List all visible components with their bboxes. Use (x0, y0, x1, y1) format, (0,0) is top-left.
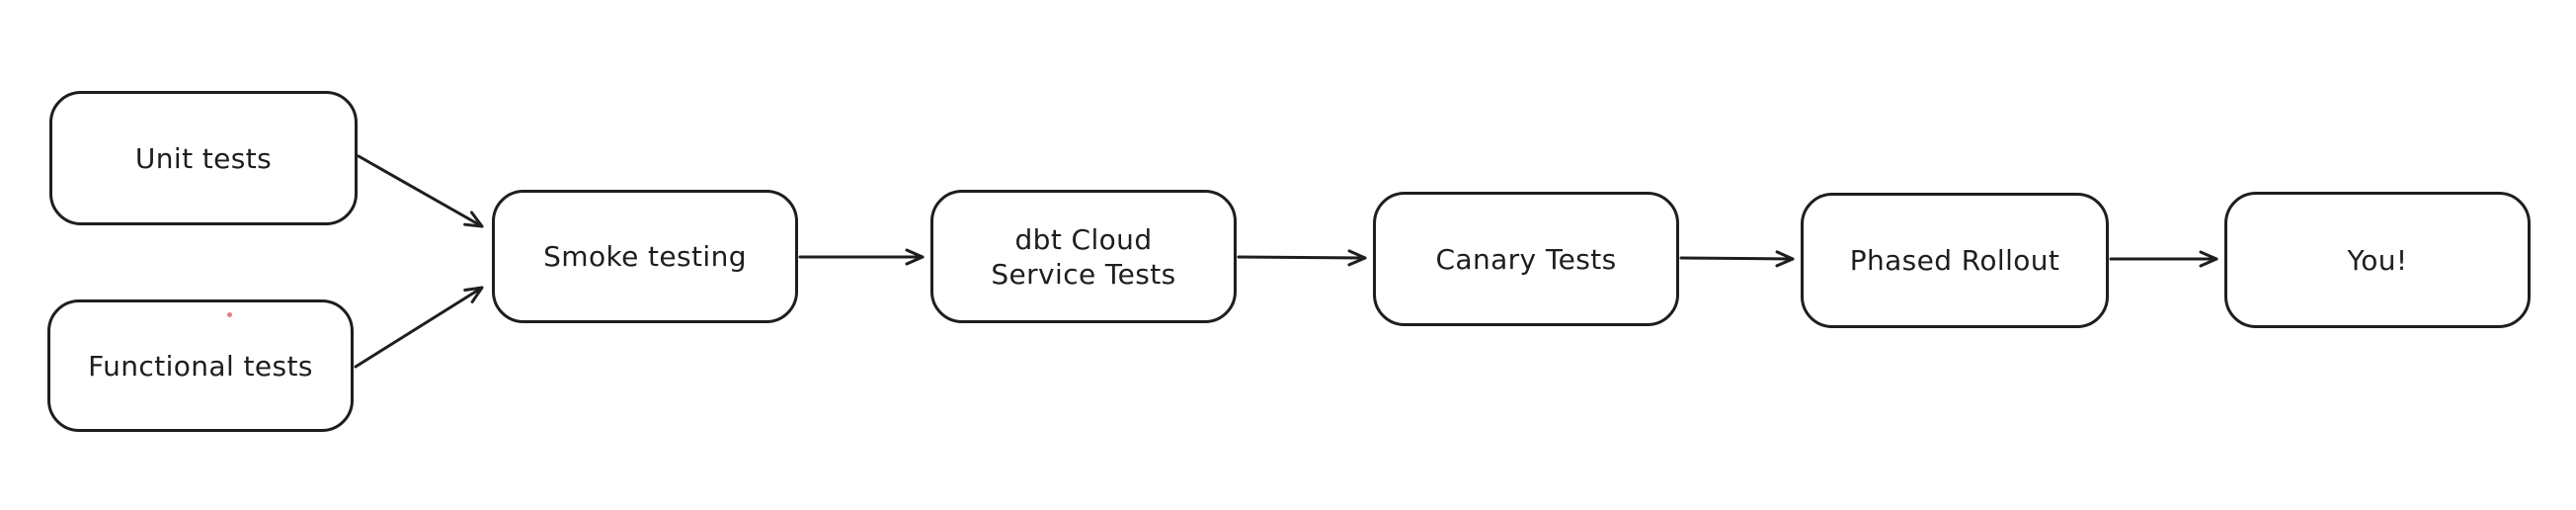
node-phased-rollout-label: Phased Rollout (1849, 244, 2060, 277)
node-unit-tests-label: Unit tests (134, 141, 273, 175)
node-canary-tests: Canary Tests (1373, 192, 1679, 326)
node-functional-tests: Functional tests (47, 299, 354, 432)
arrow-unit-tests-to-smoke-testing (357, 154, 484, 228)
pointer-dot (227, 312, 232, 317)
node-functional-tests-label: Functional tests (88, 349, 313, 382)
node-canary-tests-label: Canary Tests (1435, 242, 1617, 276)
arrow-functional-tests-to-smoke-testing (354, 286, 484, 369)
arrow-canary-tests-to-phased-rollout (1679, 250, 1795, 268)
node-you-label: You! (2347, 243, 2408, 277)
arrow-dbt-cloud-service-tests-to-canary-tests (1237, 249, 1367, 267)
node-you: You! (2224, 192, 2531, 328)
node-dbt-cloud-service-tests: dbt Cloud Service Tests (930, 190, 1237, 323)
node-unit-tests: Unit tests (49, 91, 358, 225)
node-dbt-cloud-service-tests-label: dbt Cloud Service Tests (991, 222, 1176, 291)
node-smoke-testing: Smoke testing (492, 190, 798, 323)
node-smoke-testing-label: Smoke testing (543, 240, 747, 273)
node-phased-rollout: Phased Rollout (1801, 193, 2109, 328)
